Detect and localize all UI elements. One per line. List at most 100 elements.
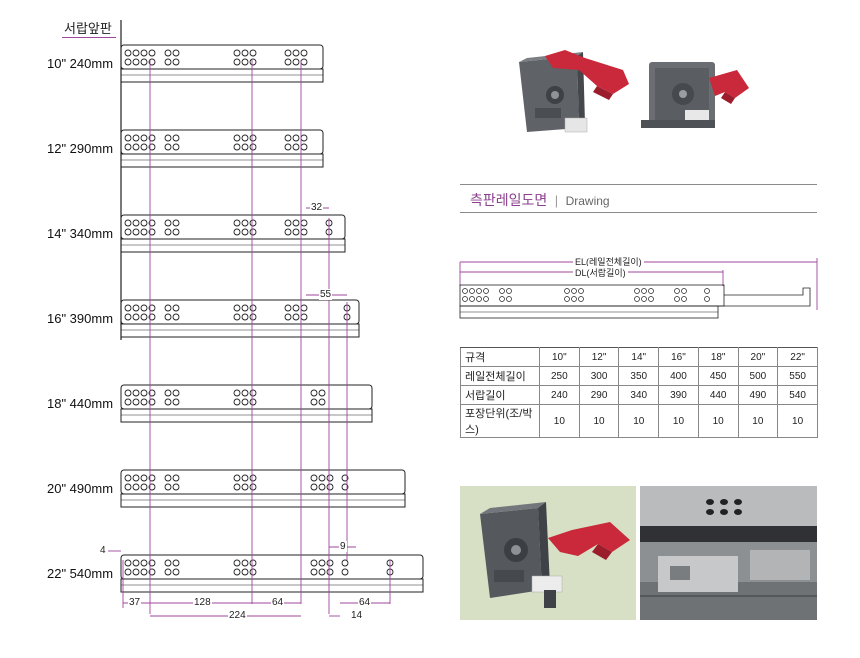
dim-55: 55 <box>319 289 333 300</box>
small-hole <box>506 288 512 294</box>
rail-hole <box>292 219 300 227</box>
small-hole <box>704 288 710 294</box>
rail-hole <box>164 398 172 406</box>
rail-hole <box>132 49 140 57</box>
spec-row-label: 서랍길이 <box>460 385 540 405</box>
spec-cell: 440 <box>697 385 739 405</box>
section-title-divider: | <box>554 193 559 208</box>
small-hole <box>578 288 584 294</box>
rail-hole <box>300 219 308 227</box>
rail-hole <box>241 58 249 66</box>
rail-hole <box>233 219 241 227</box>
rail-hole <box>241 304 249 312</box>
rail-hole <box>292 228 300 236</box>
small-hole <box>483 288 489 294</box>
small-hole <box>674 288 680 294</box>
rail-hole <box>241 134 249 142</box>
rail-hole <box>249 389 257 397</box>
rail-hole <box>124 228 132 236</box>
rail-lower <box>120 68 324 83</box>
rail-hole <box>233 474 241 482</box>
rail-hole <box>233 313 241 321</box>
latch-photo-svg <box>480 502 630 608</box>
small-hole <box>564 288 570 294</box>
rail-hole <box>300 134 308 142</box>
dim-224: 224 <box>228 610 247 621</box>
rail-hole <box>172 483 180 491</box>
rail-hole <box>233 559 241 567</box>
rail-hole <box>300 228 308 236</box>
rail-hole <box>124 304 132 312</box>
rail-body <box>120 299 360 325</box>
rail-hole <box>124 143 132 151</box>
rail-hole <box>132 219 140 227</box>
rail-hole <box>172 143 180 151</box>
rail-hole <box>140 313 148 321</box>
rail-hole <box>249 134 257 142</box>
small-hole <box>648 296 654 302</box>
small-hole <box>634 288 640 294</box>
rail-hole <box>300 143 308 151</box>
rail-hole <box>249 228 257 236</box>
rail-hole <box>140 559 148 567</box>
spec-cell: 390 <box>658 385 699 405</box>
rail-hole <box>292 313 300 321</box>
dim-4: 4 <box>99 545 107 556</box>
rail-hole <box>284 143 292 151</box>
rail-hole <box>241 49 249 57</box>
rail-hole <box>164 559 172 567</box>
rail-lower <box>120 153 324 168</box>
rail-hole <box>284 219 292 227</box>
rail-hole <box>148 228 156 236</box>
rail-lower <box>120 408 373 423</box>
rail-hole <box>132 228 140 236</box>
spec-header-size: 12" <box>578 347 620 367</box>
rail-hole <box>164 134 172 142</box>
spec-header-size: 22" <box>777 347 818 367</box>
rail-hole <box>148 568 156 576</box>
rail-hole <box>241 568 249 576</box>
rail-label-16: 16" 390mm <box>47 311 114 326</box>
small-hole <box>641 296 647 302</box>
rail-hole <box>164 219 172 227</box>
rail-hole <box>140 143 148 151</box>
spec-cell: 240 <box>539 385 580 405</box>
rail-hole <box>241 313 249 321</box>
rail-hole <box>124 49 132 57</box>
rail-hole <box>132 398 140 406</box>
rail-hole <box>341 568 349 576</box>
photo-rail-closeup <box>640 486 817 620</box>
small-hole <box>648 288 654 294</box>
rail-body <box>120 384 373 410</box>
rail-hole <box>249 398 257 406</box>
spec-cell: 290 <box>578 385 620 405</box>
rail-hole <box>310 474 318 482</box>
rail-hole <box>241 389 249 397</box>
rail-hole <box>124 483 132 491</box>
rail-hole <box>148 143 156 151</box>
rail-hole <box>310 559 318 567</box>
rail-lower <box>120 493 406 508</box>
rail-3 <box>120 299 360 338</box>
rail-4 <box>120 384 373 423</box>
small-hole <box>469 288 475 294</box>
rail-hole <box>148 58 156 66</box>
small-hole <box>462 296 468 302</box>
rail-hole <box>172 49 180 57</box>
rail-label-12: 12" 290mm <box>47 141 114 156</box>
rail-label-14: 14" 340mm <box>47 226 114 241</box>
spec-header-label: 규격 <box>460 347 540 367</box>
rail-hole <box>241 483 249 491</box>
front-label-underline <box>62 37 116 38</box>
rail-closeup-svg <box>640 486 817 620</box>
rail-hole <box>284 228 292 236</box>
rail-hole <box>284 313 292 321</box>
spec-cell: 400 <box>658 366 699 386</box>
rail-diagram-panel: 서랍앞판 <box>47 20 424 621</box>
rail-hole <box>172 313 180 321</box>
rail-hole <box>249 219 257 227</box>
rail-hole <box>172 304 180 312</box>
rail-hole <box>233 389 241 397</box>
dim-9: 9 <box>339 541 347 552</box>
